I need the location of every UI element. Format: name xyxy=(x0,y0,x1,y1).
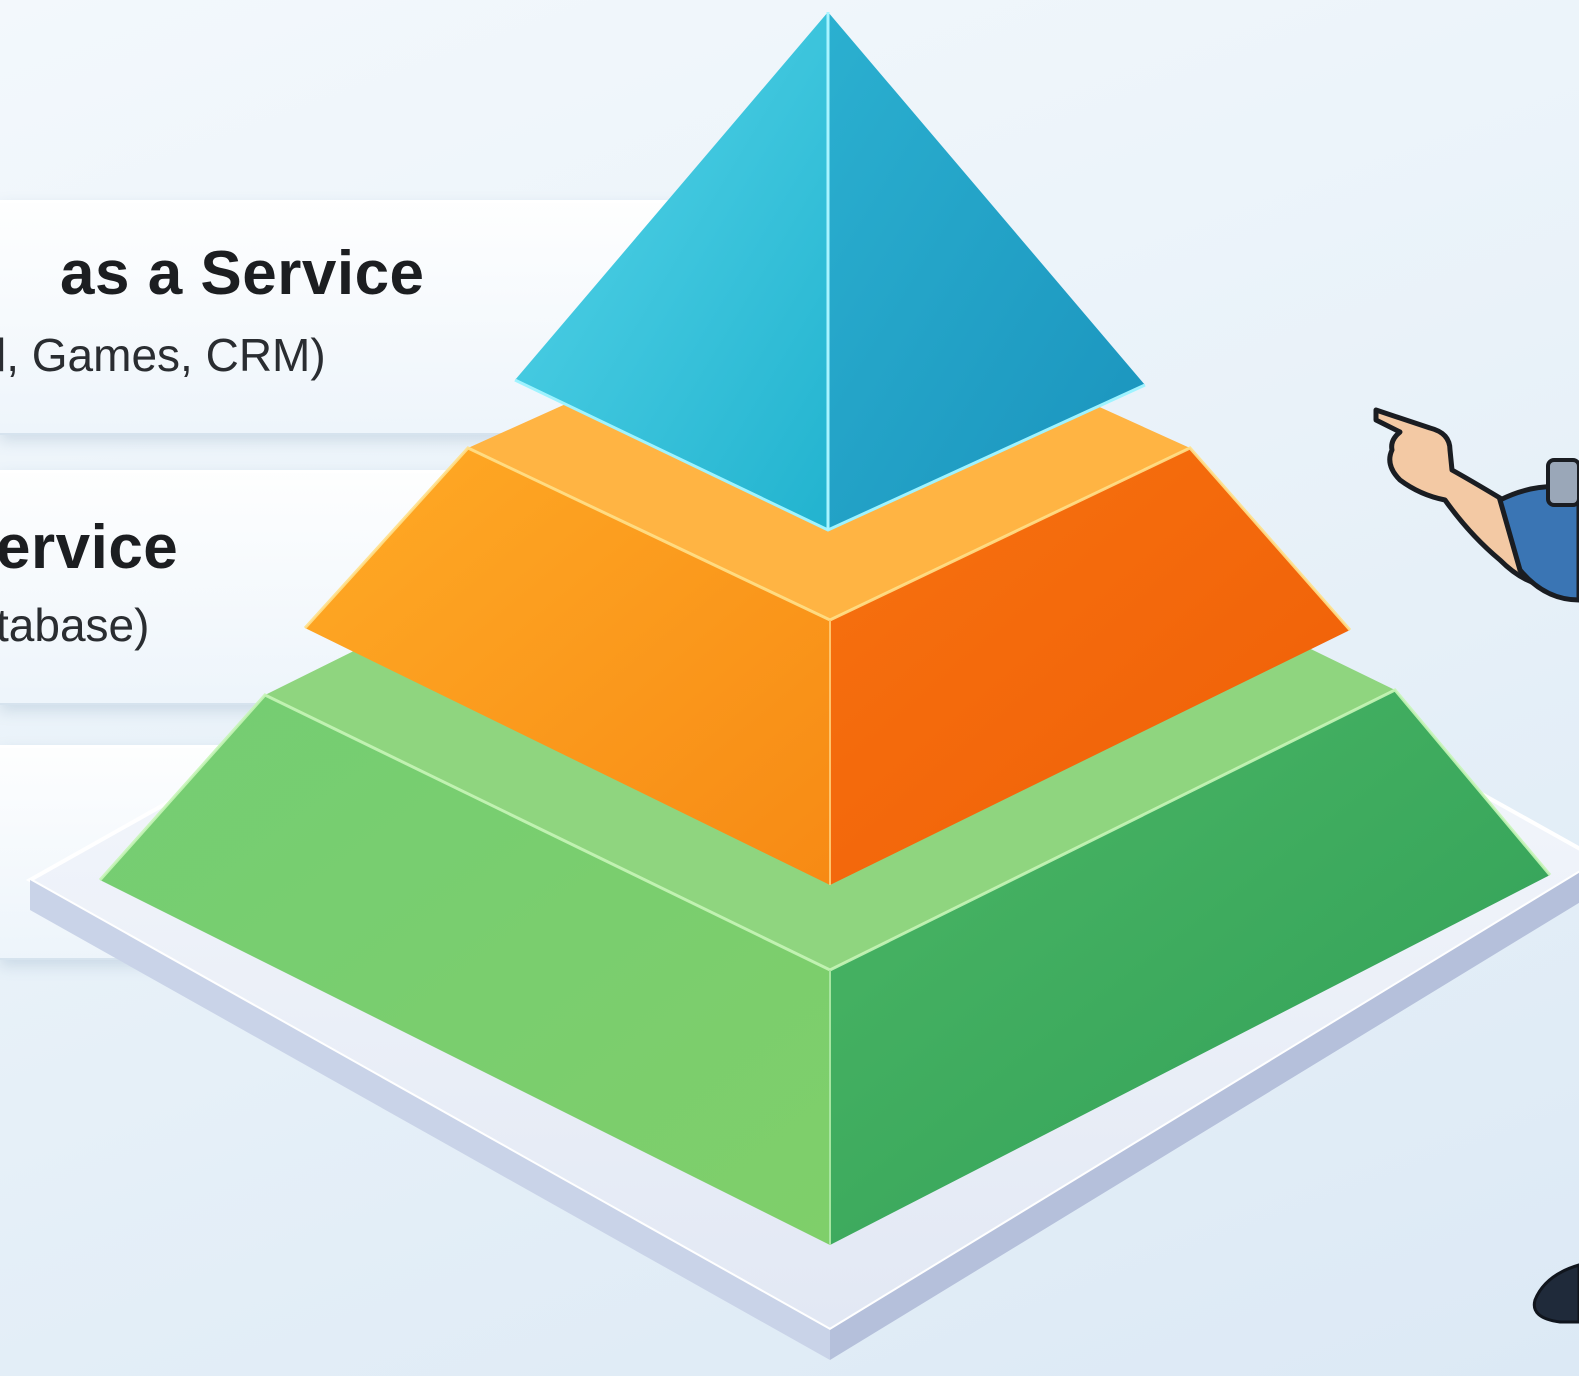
pyramid-top-tier xyxy=(514,12,1146,532)
pointing-hand-icon xyxy=(1373,407,1579,603)
saas-label-subtitle: l, Games, CRM) xyxy=(0,329,326,381)
paas-label-subtitle: tabase) xyxy=(0,599,150,651)
person-figure-icon xyxy=(1532,1263,1579,1324)
saas-label-title: as a Service xyxy=(60,239,425,308)
paas-label-title: ervice xyxy=(0,513,179,582)
